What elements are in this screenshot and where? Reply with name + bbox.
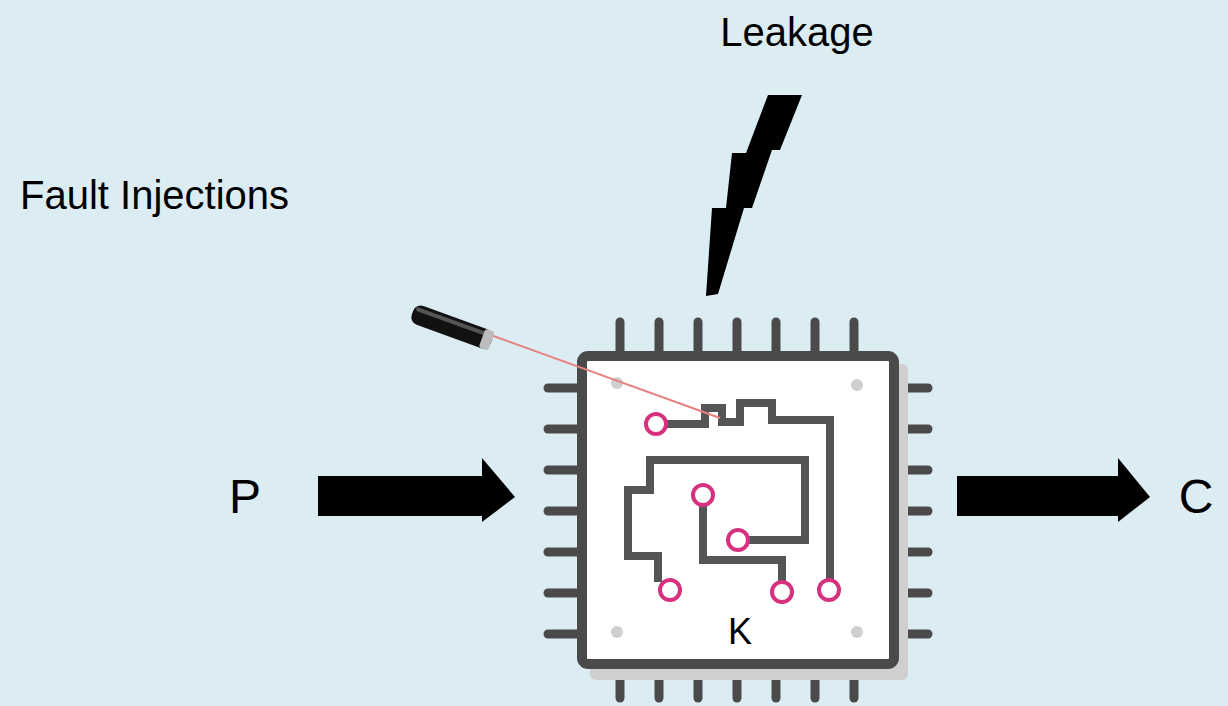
input-arrow	[318, 458, 515, 522]
chip-pin	[655, 322, 664, 352]
chip-body	[582, 356, 894, 664]
chip-pin	[548, 384, 578, 393]
laser-beam	[488, 334, 720, 418]
output-arrow	[957, 458, 1150, 522]
text-label: P	[229, 473, 261, 521]
chip-pin	[694, 322, 703, 352]
chip-node: K	[582, 356, 894, 664]
chip-pin	[548, 507, 578, 516]
chip-pin	[548, 548, 578, 557]
text-label: C	[1179, 473, 1214, 521]
leakage-bolt	[706, 95, 802, 296]
text-label: Leakage	[720, 12, 873, 52]
corner-dots	[611, 377, 863, 638]
chip-traces	[628, 403, 830, 582]
chip-pin	[772, 322, 781, 352]
chip-key-label: K	[728, 614, 752, 650]
chip-pin	[548, 425, 578, 434]
chip-pin	[548, 630, 578, 639]
chip-pin	[548, 466, 578, 475]
chip-pin	[850, 322, 859, 352]
text-label: Fault Injections	[20, 175, 289, 215]
chip-pin	[548, 589, 578, 598]
chip-pins	[548, 322, 928, 698]
chip-pin	[811, 322, 820, 352]
laser-device	[409, 303, 495, 351]
trace-pads	[646, 414, 839, 602]
chip-pin	[733, 322, 742, 352]
chip-pin	[616, 322, 625, 352]
